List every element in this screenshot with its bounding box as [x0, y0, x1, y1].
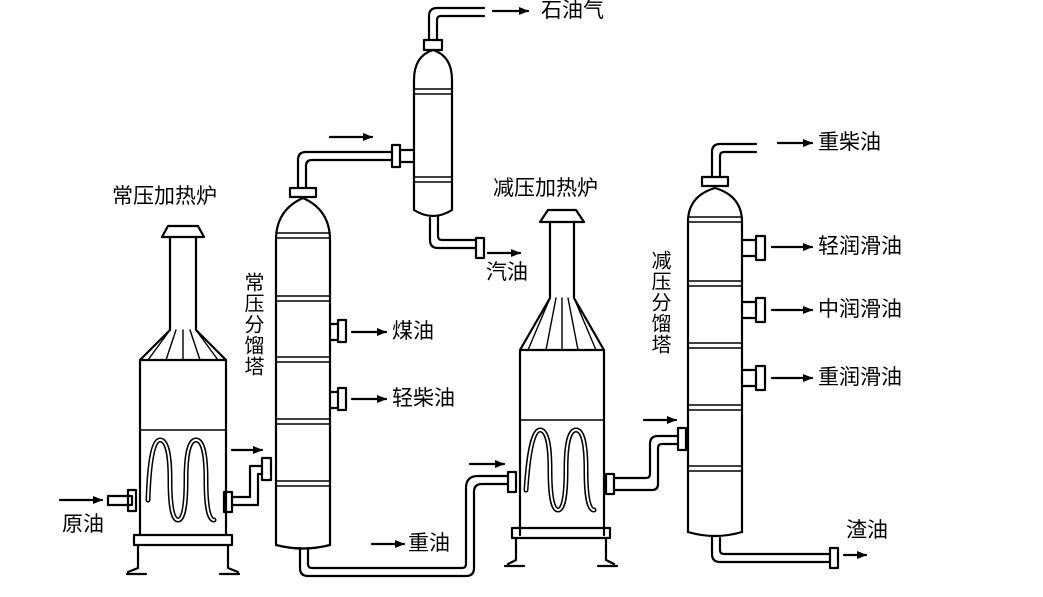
atmospheric-column — [274, 186, 388, 550]
heavy-oil-pipe — [298, 460, 518, 578]
condenser — [398, 6, 530, 260]
residue-label: 渣油 — [846, 518, 888, 542]
vacuum-column — [686, 139, 868, 570]
gasoline-label: 汽油 — [486, 260, 528, 284]
vac-furnace-label: 减压加热炉 — [493, 176, 598, 200]
light-lube-label: 轻润滑油 — [818, 234, 902, 258]
crude-oil-inlet — [58, 488, 138, 513]
atmospheric-furnace — [125, 224, 241, 576]
atm-column-label: 常压分馏塔 — [241, 272, 265, 377]
vac-column-label: 减压分馏塔 — [648, 250, 672, 355]
atm-transfer-pipe — [222, 446, 273, 514]
heavy-diesel-label: 重柴油 — [818, 130, 881, 154]
vac-transfer-pipe — [604, 416, 688, 496]
vacuum-furnace — [503, 208, 619, 568]
heavy-lube-label: 重润滑油 — [818, 365, 902, 389]
petroleum-gas-label: 石油气 — [541, 0, 604, 22]
crude-oil-label: 原油 — [62, 512, 104, 536]
light-diesel-label: 轻柴油 — [392, 386, 455, 410]
atm-furnace-label: 常压加热炉 — [112, 184, 217, 208]
atm-overhead-pipe — [296, 133, 402, 190]
medium-lube-label: 中润滑油 — [818, 297, 902, 321]
heavy-oil-label: 重油 — [408, 531, 450, 555]
kerosene-label: 煤油 — [392, 319, 434, 343]
